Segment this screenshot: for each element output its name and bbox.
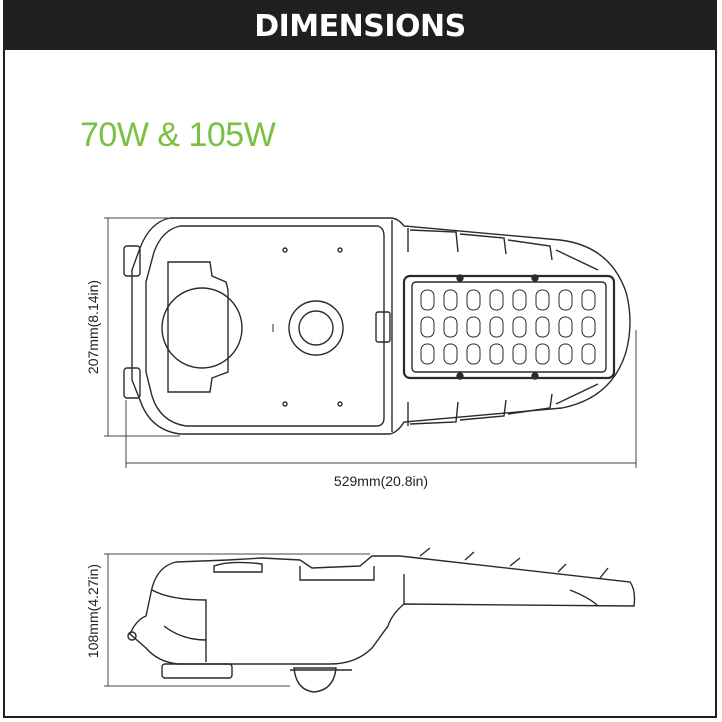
dimensions-panel: DIMENSIONS: [3, 0, 717, 718]
side-mount-foot: [161, 663, 233, 679]
sensor-dome: [293, 667, 337, 693]
photocell-receptacle-inner: [298, 310, 334, 346]
housing-outline: [131, 217, 631, 435]
width-dimension-label: 529mm(20.8in): [334, 473, 428, 489]
side-housing-outline: [129, 555, 636, 665]
housing-inner: [145, 225, 385, 427]
top-view-dimensions: [104, 217, 637, 468]
wattage-variant-label: 70W & 105W: [80, 116, 276, 154]
led-module-frame: [402, 274, 616, 380]
side-view-drawing: [127, 547, 636, 693]
top-view-drawing: [123, 217, 631, 435]
height-dimension-label: 108mm(4.27in): [85, 564, 101, 658]
latch: [375, 311, 391, 343]
pole-entry-circle: [161, 287, 243, 369]
photocell-receptacle-outer: [288, 300, 344, 356]
page-title: DIMENSIONS: [5, 2, 715, 50]
led-lens-array: [420, 289, 596, 365]
side-view-dimensions: [104, 553, 370, 687]
driver-compartment: [167, 261, 229, 393]
depth-dimension-label: 207mm(8.14in): [85, 280, 101, 374]
